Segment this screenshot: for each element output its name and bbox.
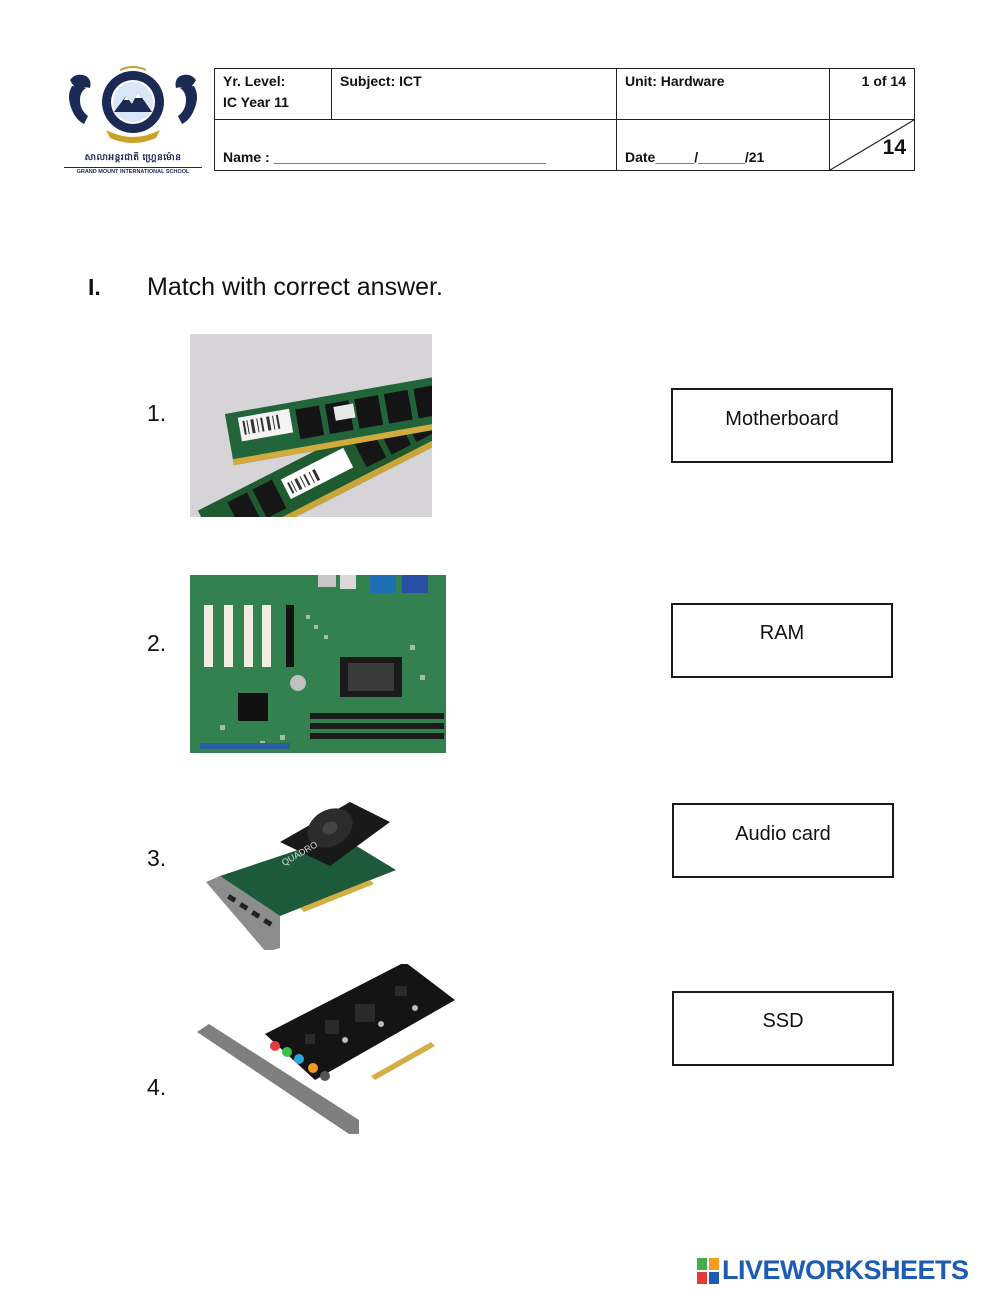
answer-box-audio-card[interactable]: Audio card: [672, 803, 894, 878]
unit-cell: Unit: Hardware: [616, 68, 830, 120]
motherboard-image: [190, 575, 446, 753]
page-count: 1 of 14: [829, 68, 915, 120]
score-cell: 14: [829, 119, 915, 171]
year-level-label: Yr. Level:: [223, 73, 286, 89]
school-name-english: GRAND MOUNT INTERNATIONAL SCHOOL: [64, 167, 202, 177]
graphics-card-image: QUADRO: [200, 800, 400, 950]
year-level-value: IC Year 11: [223, 94, 289, 110]
school-logo: សាលាអន្តរជាតិ ហ្គ្រេនម៉ោន GRAND MOUNT IN…: [62, 66, 204, 178]
answer-box-ram[interactable]: RAM: [671, 603, 893, 678]
item-number-3: 3.: [147, 845, 167, 871]
ram-modules-image: [190, 334, 432, 517]
answer-box-motherboard[interactable]: Motherboard: [671, 388, 893, 463]
header-info-table: Yr. Level: IC Year 11 Subject: ICT Unit:…: [214, 68, 915, 171]
liveworksheets-brand[interactable]: LIVEWORKSHEETS: [722, 1255, 969, 1285]
item-number-2: 2.: [147, 630, 167, 656]
date-field[interactable]: Date_____/______/21: [616, 119, 830, 171]
liveworksheets-logo-icon: [697, 1258, 719, 1284]
sound-card-image: [195, 964, 460, 1134]
name-field[interactable]: Name : _________________________________…: [214, 119, 617, 171]
item-number-4: 4.: [147, 1074, 167, 1100]
score-divider-line: [830, 120, 914, 170]
score-total: 14: [882, 136, 906, 159]
year-level-cell: Yr. Level: IC Year 11: [214, 68, 332, 120]
instruction-text: Match with correct answer.: [147, 273, 443, 301]
school-name-khmer: សាលាអន្តរជាតិ ហ្គ្រេនម៉ោន: [84, 152, 182, 162]
section-number: I.: [88, 274, 101, 300]
school-crest-icon: [69, 66, 197, 143]
item-number-1: 1.: [147, 400, 167, 426]
answer-box-ssd[interactable]: SSD: [672, 991, 894, 1066]
subject-cell: Subject: ICT: [331, 68, 617, 120]
